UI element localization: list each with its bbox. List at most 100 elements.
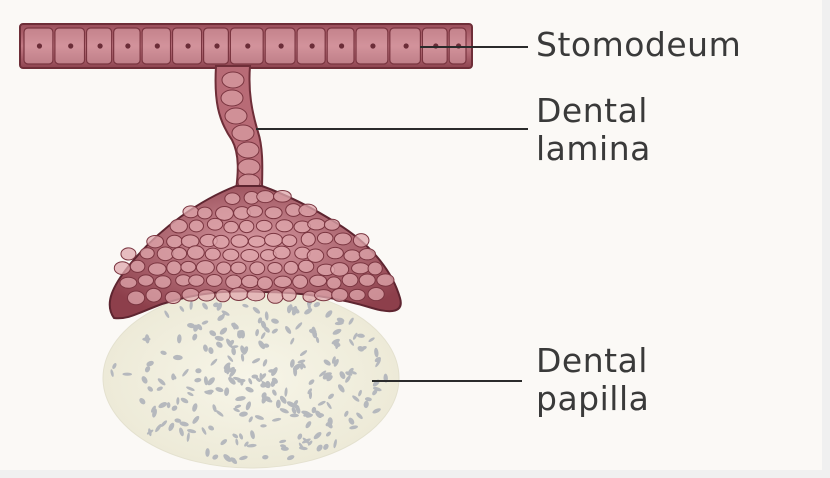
stomodeum-epithelium xyxy=(20,24,472,68)
bud-cell xyxy=(217,262,231,274)
bud-cell xyxy=(205,248,220,260)
bud-cell xyxy=(284,261,298,274)
bud-cell xyxy=(282,235,297,247)
bud-cell xyxy=(206,274,222,286)
bud-cell xyxy=(172,248,187,260)
cell-nucleus xyxy=(125,43,130,48)
stomodeum-label-text: Stomodeum xyxy=(536,26,741,64)
stomodeum-label: Stomodeum xyxy=(536,26,741,64)
bud-cell xyxy=(276,220,293,232)
bud-cell xyxy=(293,275,308,288)
bud-cell xyxy=(147,235,164,247)
cell-nucleus xyxy=(245,43,250,48)
dental-lamina-leader-line xyxy=(256,128,528,130)
lamina-cell xyxy=(221,90,243,106)
bud-cell xyxy=(241,249,259,261)
dental-papilla-leader-line xyxy=(372,380,522,382)
bud-cell xyxy=(267,290,283,304)
cell-nucleus xyxy=(68,43,73,48)
bud-cell xyxy=(274,190,292,202)
cell-nucleus xyxy=(185,43,190,48)
lamina-cell xyxy=(238,159,260,175)
bud-cell xyxy=(207,218,222,230)
bud-cell xyxy=(198,207,213,219)
bud-cell xyxy=(257,191,274,203)
bud-cell xyxy=(187,246,204,260)
dental-lamina-label: Dental lamina xyxy=(536,92,651,168)
bud-cell xyxy=(248,236,265,247)
cell-nucleus xyxy=(370,43,375,48)
bud-cell xyxy=(368,262,382,275)
bud-cell xyxy=(127,291,144,305)
bud-cell xyxy=(130,260,145,272)
bud-cell xyxy=(299,204,317,216)
bud-cell xyxy=(224,221,239,232)
bud-cell xyxy=(250,262,265,275)
page-edge-right xyxy=(822,0,830,478)
bud-cell xyxy=(334,233,351,245)
bud-cell xyxy=(368,288,384,301)
bud-cell xyxy=(189,220,203,232)
bud-cell xyxy=(226,275,242,289)
bud-cell xyxy=(377,274,394,286)
dental-papilla-label-line1: Dental xyxy=(536,342,649,380)
bud-cell xyxy=(170,219,187,233)
dental-lamina-label-line2: lamina xyxy=(536,130,651,168)
bud-cell xyxy=(157,247,173,261)
stomodeum-cells xyxy=(24,28,466,64)
bud-cell xyxy=(242,275,259,287)
bud-cell xyxy=(196,261,214,274)
bud-cell xyxy=(231,262,246,274)
bud-cell xyxy=(120,277,137,288)
bud-cell xyxy=(189,275,204,286)
bud-cell xyxy=(315,290,333,301)
bud-cell xyxy=(327,277,341,289)
bud-cell xyxy=(223,249,239,261)
bud-cell xyxy=(155,276,171,289)
dental-papilla-label-line2: papilla xyxy=(536,380,649,418)
bud-cell xyxy=(268,262,282,273)
cell-nucleus xyxy=(97,43,102,48)
bud-cell xyxy=(181,261,196,272)
papilla-cell xyxy=(290,414,299,418)
bud-cell xyxy=(359,274,375,286)
bud-cell xyxy=(114,262,130,275)
bud-cell xyxy=(317,232,333,244)
bud-cell xyxy=(301,232,315,246)
cell-nucleus xyxy=(310,43,315,48)
bud-cell xyxy=(299,260,314,272)
stomodeum-leader-line xyxy=(420,46,528,48)
dental-papilla-label: Dental papilla xyxy=(536,342,649,418)
page-edge-bottom xyxy=(0,470,830,478)
bud-cell xyxy=(257,277,272,290)
bud-cell xyxy=(310,275,327,286)
dental-papilla xyxy=(103,288,399,468)
bud-cell xyxy=(274,276,291,287)
bud-cell xyxy=(265,207,282,219)
bud-cell xyxy=(213,235,229,248)
bud-cell xyxy=(247,205,262,217)
lamina-cell xyxy=(225,108,247,124)
bud-cell xyxy=(349,289,365,300)
bud-cell xyxy=(342,273,358,286)
bud-cell xyxy=(198,290,215,301)
bud-cell xyxy=(308,219,326,230)
bud-cell xyxy=(230,288,248,301)
bud-cell xyxy=(327,247,343,258)
bud-cell xyxy=(216,207,234,221)
bud-cell xyxy=(265,233,283,246)
bud-cell xyxy=(216,289,230,302)
bud-cell xyxy=(165,291,181,303)
dental-lamina-label-line1: Dental xyxy=(536,92,651,130)
bud-cell xyxy=(282,288,296,301)
cell-nucleus xyxy=(37,43,42,48)
cell-nucleus xyxy=(339,43,344,48)
cell-nucleus xyxy=(404,43,409,48)
tooth-bud xyxy=(110,186,401,318)
bud-cell xyxy=(225,193,240,205)
bud-cell xyxy=(121,248,136,260)
bud-cell xyxy=(183,206,199,218)
bud-cell xyxy=(140,248,154,259)
